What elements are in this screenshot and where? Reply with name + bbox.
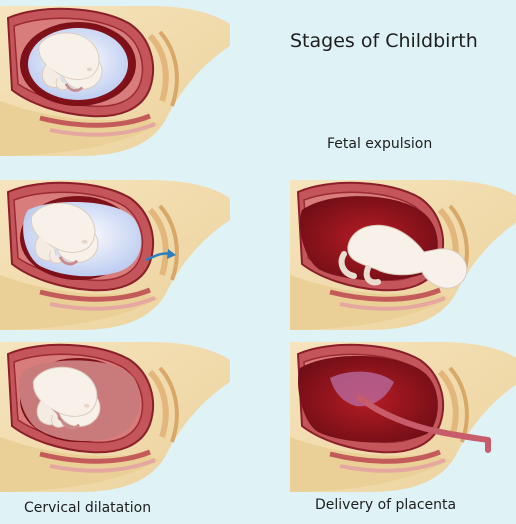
fetus-figure <box>338 224 468 289</box>
placenta <box>330 371 394 407</box>
label-delivery-of-placenta: Delivery of placenta <box>315 497 457 513</box>
panel-stage-placenta <box>290 342 516 492</box>
umbilical-cord <box>357 395 491 443</box>
panel-stage-expulsion <box>290 180 516 330</box>
panel-stage-cervical <box>0 342 230 492</box>
panel-stage-2 <box>0 180 230 330</box>
page-title: Stages of Childbirth <box>290 30 478 52</box>
label-cervical-dilatation: Cervical dilatation <box>24 500 152 516</box>
panel-stage-1 <box>0 6 230 156</box>
label-fetal-expulsion: Fetal expulsion <box>327 136 433 152</box>
